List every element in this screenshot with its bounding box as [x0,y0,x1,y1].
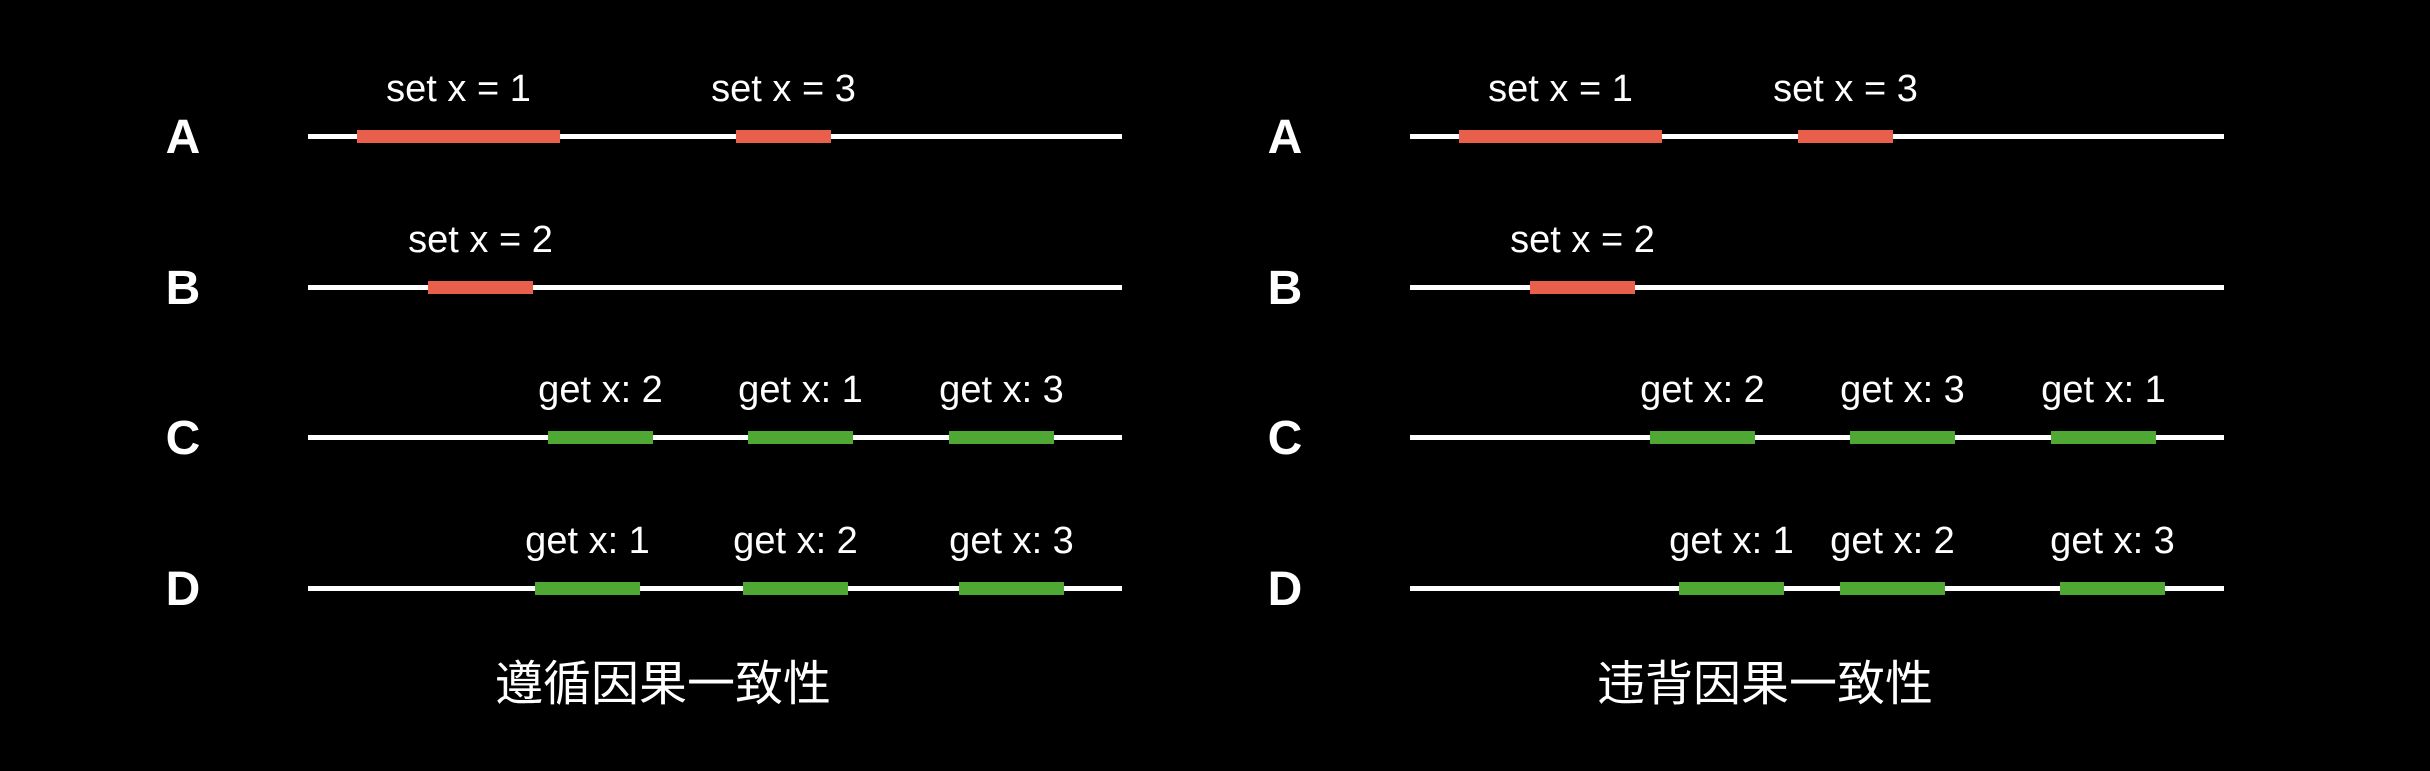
timeline-b [1410,285,2224,290]
set-op-label: set x = 2 [1510,219,1655,261]
process-label-c: C [1267,412,1303,465]
process-label-b: B [165,262,201,315]
get-op-bar [548,431,653,444]
timeline-b [308,285,1122,290]
get-op-label: get x: 1 [1669,520,1794,562]
get-op-bar [535,582,640,595]
process-label-c: C [165,412,201,465]
set-op-label: set x = 1 [386,68,531,110]
get-op-bar [1650,431,1755,444]
get-op-label: get x: 3 [2050,520,2175,562]
get-op-bar [949,431,1054,444]
set-op-bar [1530,281,1635,294]
get-op-label: get x: 1 [525,520,650,562]
get-op-label: get x: 3 [1840,369,1965,411]
process-label-a: A [1267,111,1303,164]
timeline-c [308,435,1122,440]
get-op-bar [2060,582,2165,595]
set-op-bar [357,130,560,143]
get-op-label: get x: 2 [538,369,663,411]
get-op-bar [1850,431,1955,444]
process-label-d: D [1267,563,1303,616]
get-op-bar [743,582,848,595]
get-op-bar [1679,582,1784,595]
process-label-a: A [165,111,201,164]
get-op-label: get x: 2 [1830,520,1955,562]
set-op-label: set x = 2 [408,219,553,261]
timeline-a [308,134,1122,139]
set-op-bar [428,281,533,294]
get-op-label: get x: 2 [1640,369,1765,411]
set-op-label: set x = 3 [1773,68,1918,110]
get-op-bar [1840,582,1945,595]
panel-caption: 违背因果一致性 [1596,656,1934,712]
timeline-d [308,586,1122,591]
get-op-bar [2051,431,2156,444]
get-op-label: get x: 3 [949,520,1074,562]
process-label-b: B [1267,262,1303,315]
set-op-bar [1798,130,1893,143]
get-op-bar [959,582,1064,595]
get-op-bar [748,431,853,444]
panel-caption: 遵循因果一致性 [494,656,832,712]
set-op-label: set x = 3 [711,68,856,110]
timeline-c [1410,435,2224,440]
get-op-label: get x: 1 [2041,369,2166,411]
timeline-d [1410,586,2224,591]
set-op-label: set x = 1 [1488,68,1633,110]
get-op-label: get x: 2 [733,520,858,562]
process-label-d: D [165,563,201,616]
get-op-label: get x: 3 [939,369,1064,411]
set-op-bar [1459,130,1662,143]
set-op-bar [736,130,831,143]
get-op-label: get x: 1 [738,369,863,411]
